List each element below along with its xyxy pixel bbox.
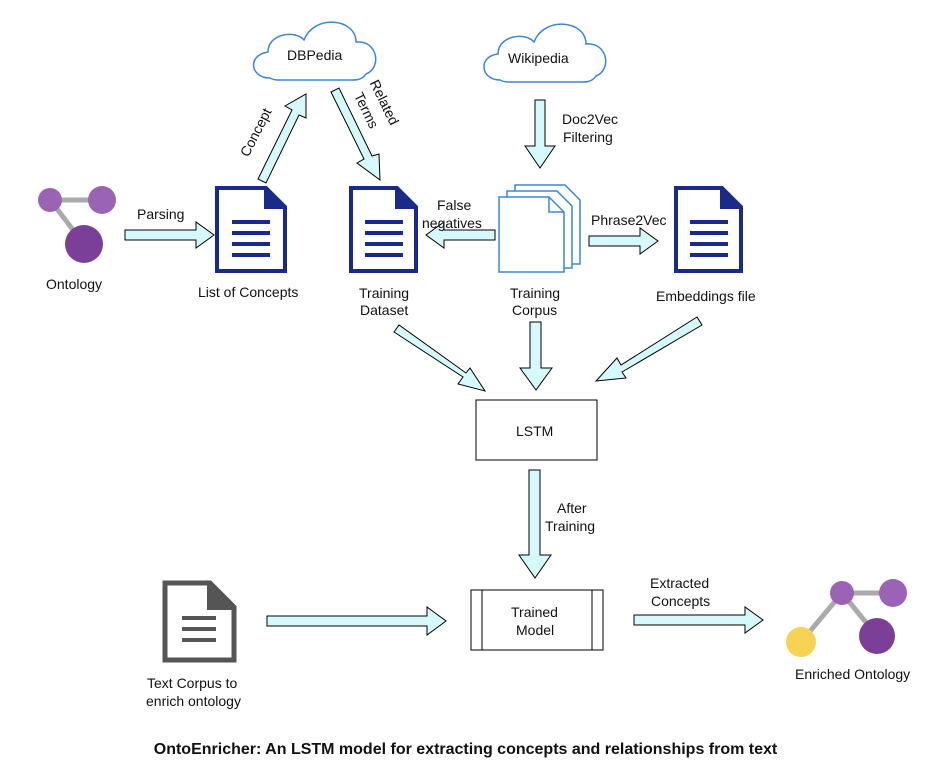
- doc2vec-label-line2: Filtering: [563, 129, 613, 145]
- dbpedia-label: DBPedia: [287, 47, 343, 63]
- false-negatives-label-line1: False: [437, 197, 472, 213]
- list-of-concepts-doc-icon: [215, 186, 287, 273]
- figure-caption: OntoEnricher: An LSTM model for extracti…: [153, 741, 778, 758]
- phrase2vec-label: Phrase2Vec: [591, 212, 667, 228]
- parsing-label: Parsing: [137, 206, 185, 222]
- training-dataset-doc-icon: [349, 186, 418, 273]
- doc2vec-arrow: [524, 99, 556, 169]
- false-negatives-arrow: [425, 221, 496, 249]
- dbpedia-cloud-icon: [252, 21, 377, 81]
- extracted-concepts-label-line1: Extracted: [650, 575, 710, 591]
- doc2vec-label-line1: Doc2Vec: [562, 111, 619, 127]
- training-corpus-label-line1: Training: [510, 285, 561, 301]
- extracted-concepts-label-line2: Concepts: [651, 593, 711, 609]
- corpus-to-model-arrow: [266, 606, 447, 636]
- after-training-label-line2: Training: [545, 518, 596, 534]
- text-corpus-doc-icon: [162, 580, 237, 663]
- after-training-arrow: [518, 469, 552, 579]
- training-dataset-label-line2: Dataset: [360, 302, 409, 318]
- enriched-ontology-icon: [786, 579, 907, 657]
- embeddings-to-lstm-arrow: [594, 316, 703, 382]
- ontology-icon: [38, 186, 116, 263]
- list-of-concepts-label: List of Concepts: [198, 284, 299, 300]
- training-corpus-label-line2: Corpus: [512, 302, 558, 318]
- lstm-box: [475, 399, 598, 461]
- trained-model-label-line1: Trained: [511, 604, 558, 620]
- embeddings-file-doc-icon: [674, 186, 743, 273]
- enriched-ontology-label: Enriched Ontology: [795, 666, 911, 682]
- wikipedia-label: Wikipedia: [508, 50, 569, 66]
- false-negatives-label-line2: negatives: [422, 215, 482, 231]
- ontology-label: Ontology: [46, 276, 103, 292]
- dataset-to-lstm-arrow: [393, 324, 487, 392]
- text-corpus-label-line2: enrich ontology: [146, 693, 241, 709]
- trained-model-box: [470, 589, 604, 651]
- parsing-arrow: [124, 221, 215, 249]
- embeddings-file-label: Embeddings file: [656, 288, 756, 304]
- after-training-label-line1: After: [557, 500, 587, 516]
- training-dataset-label-line1: Training: [359, 285, 410, 301]
- training-corpus-icon: [498, 184, 581, 273]
- corpus-to-lstm-arrow: [519, 321, 553, 391]
- lstm-label: LSTM: [516, 423, 554, 439]
- text-corpus-label-line1: Text Corpus to: [147, 675, 238, 691]
- wikipedia-cloud-icon: [483, 23, 607, 83]
- concept-arrow: [257, 93, 307, 184]
- extracted-concepts-arrow: [633, 606, 764, 634]
- phrase2vec-arrow: [588, 227, 659, 255]
- trained-model-label-line2: Model: [516, 622, 555, 638]
- related-terms-arrow: [330, 87, 381, 182]
